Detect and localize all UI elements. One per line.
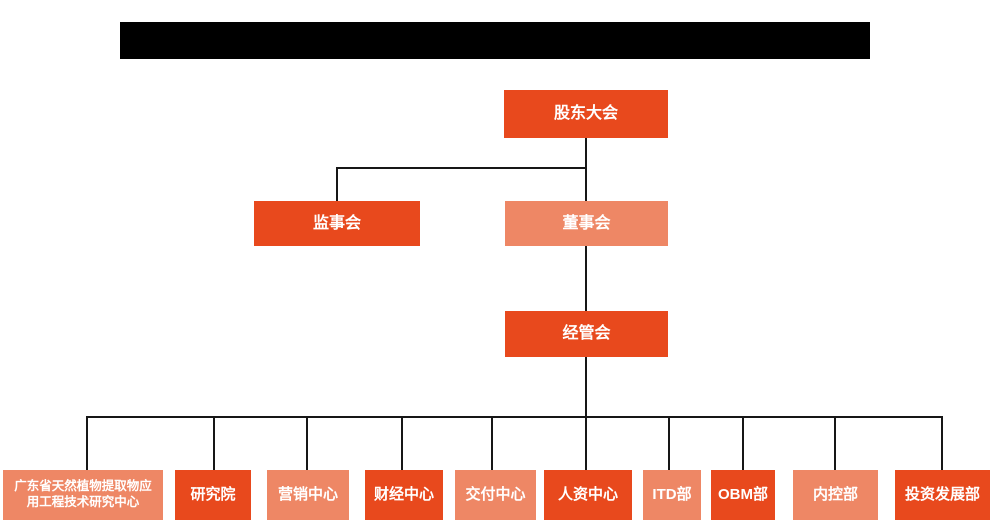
connector-line xyxy=(941,416,943,470)
connector-line xyxy=(401,416,403,470)
connector-line xyxy=(585,246,587,311)
connector-line xyxy=(306,416,308,470)
connector-line xyxy=(585,416,587,470)
node-delivery-center: 交付中心 xyxy=(455,470,536,520)
connector-line xyxy=(86,416,88,470)
node-finance-center: 财经中心 xyxy=(365,470,443,520)
node-board-of-directors: 董事会 xyxy=(505,201,668,246)
connector-line xyxy=(336,167,587,169)
connector-line xyxy=(491,416,493,470)
node-obm-department: OBM部 xyxy=(711,470,775,520)
node-research-center: 广东省天然植物提取物应用工程技术研究中心 xyxy=(3,470,163,520)
node-research-institute: 研究院 xyxy=(175,470,251,520)
node-investment-development-department: 投资发展部 xyxy=(895,470,990,520)
connector-line xyxy=(213,416,215,470)
connector-line xyxy=(742,416,744,470)
node-management-committee: 经管会 xyxy=(505,311,668,357)
connector-line xyxy=(668,416,670,470)
connector-line xyxy=(336,167,338,201)
connector-line xyxy=(585,138,587,169)
node-marketing-center: 营销中心 xyxy=(267,470,349,520)
node-internal-control-department: 内控部 xyxy=(793,470,878,520)
node-supervisory-board: 监事会 xyxy=(254,201,420,246)
node-shareholders-meeting: 股东大会 xyxy=(504,90,668,138)
connector-line xyxy=(834,416,836,470)
node-hr-center: 人资中心 xyxy=(544,470,632,520)
connector-line xyxy=(585,357,587,417)
connector-line xyxy=(585,167,587,201)
connector-line xyxy=(86,416,943,418)
redacted-title-bar xyxy=(120,22,870,59)
node-itd-department: ITD部 xyxy=(643,470,701,520)
